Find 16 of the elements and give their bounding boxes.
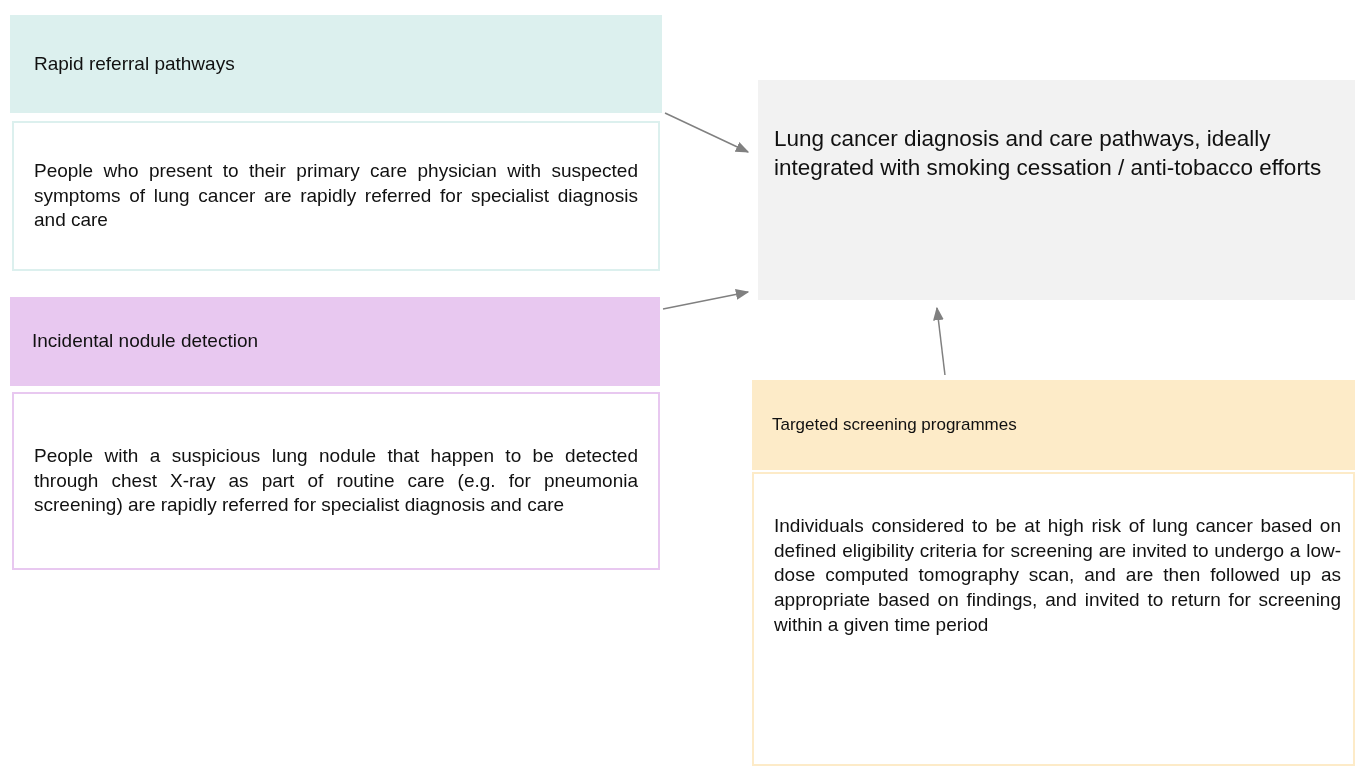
- box-text: Individuals considered to be at high risk of lung cancer based on defined eligibility criteria for screening are invited to undergo a low-dose computed tomography scan, and are then followed up as appropriate based on findings, and invited to return for screening within a given time period: [774, 514, 1341, 637]
- arrow: [933, 306, 946, 376]
- box-text: Targeted screening programmes: [772, 413, 1018, 436]
- box-text: People who present to their primary care physician with suspected symptoms of lung cancer are rapidly referred for specialist diagnosis and care: [34, 158, 638, 233]
- header-box: [10, 15, 662, 113]
- header-box: [752, 380, 1355, 470]
- arrow: [664, 112, 750, 153]
- box-text: Incidental nodule detection: [32, 329, 260, 354]
- description-box: [12, 121, 660, 271]
- box-text: Rapid referral pathways: [34, 51, 236, 76]
- box-text: People with a suspicious lung nodule that happen to be detected through chest X-ray as part of routine care (e.g. for pneumonia screening) are rapidly referred for specialist diagnosis and care: [34, 443, 638, 518]
- arrow: [662, 289, 750, 310]
- header-box: [10, 297, 660, 386]
- description-box: [752, 472, 1355, 766]
- box-text: Lung cancer diagnosis and care pathways, ideally integrated with smoking cessation / anti-tobacco efforts: [774, 125, 1323, 183]
- description-box: [12, 392, 660, 570]
